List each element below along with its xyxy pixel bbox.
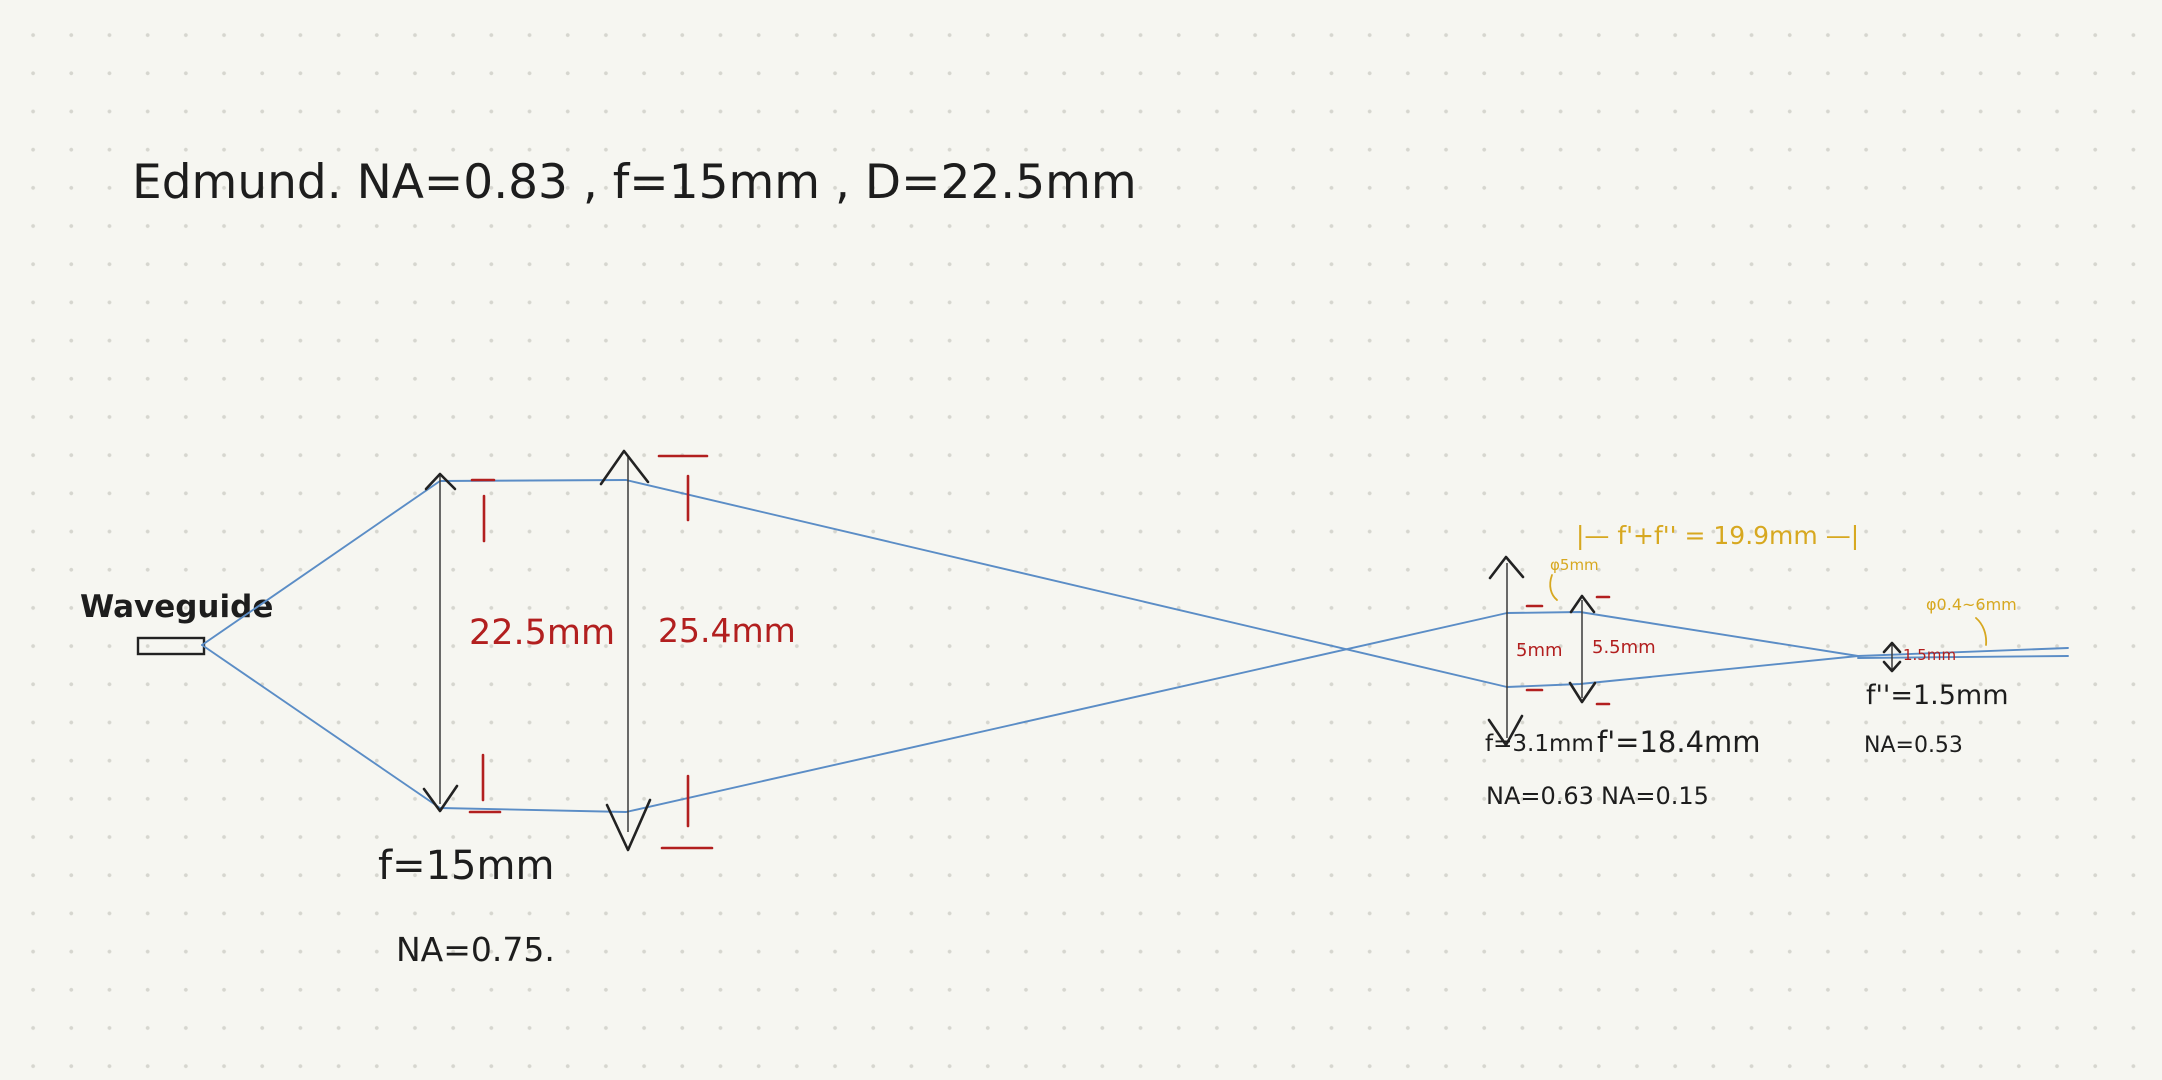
- output-phi-pointer: [1975, 617, 1988, 646]
- ray-lower-diverge: [201, 644, 441, 809]
- telescope-spacing-label: |— f'+f'' = 19.9mm —|: [1576, 521, 1859, 550]
- ray-upper-collimated: [439, 479, 627, 482]
- ray-upper-diverge: [201, 480, 441, 646]
- output-na-label: NA=0.53: [1864, 733, 1963, 758]
- lens-1-aperture-label: 22.5mm: [469, 613, 615, 653]
- waveguide-label: Waveguide: [80, 589, 273, 625]
- ray-output-upper: [1857, 647, 2069, 657]
- lens-2: 25.4mm: [599, 449, 796, 852]
- telescope-phi-in-label: φ5mm: [1550, 556, 1599, 574]
- lens-4-top-arrow: [1569, 594, 1596, 614]
- telescope: |— f'+f'' = 19.9mm —| φ5mm 5mm f=3.1mm N…: [1485, 521, 1859, 810]
- lens-4-bottom-arrow: [1568, 681, 1597, 704]
- ray-lower-collimated: [439, 807, 627, 813]
- waveguide-body: [136, 636, 206, 656]
- output-lens: φ0.4~6mm 1.5mm f''=1.5mm NA=0.53: [1864, 595, 2017, 758]
- ray-lower-converge: [625, 612, 1508, 813]
- lens-2-top-arrow: [599, 449, 650, 486]
- output-lens-top-arrow: [1882, 641, 1902, 654]
- output-focal-label: f''=1.5mm: [1866, 680, 2009, 711]
- telescope-beam-right-label: 5.5mm: [1592, 637, 1656, 658]
- lens-1-na-label: NA=0.75.: [396, 930, 555, 969]
- lens-1-bottom-arrow: [422, 784, 459, 813]
- lens-2-aperture-label: 25.4mm: [658, 611, 796, 650]
- output-width-label: 1.5mm: [1903, 646, 1956, 664]
- output-phi-label: φ0.4~6mm: [1926, 595, 2017, 614]
- waveguide: Waveguide: [80, 589, 273, 656]
- lens-3-top-arrow: [1488, 555, 1525, 580]
- lens-1-focal-label: f=15mm: [378, 843, 554, 889]
- ray-tele-lower: [1506, 655, 1859, 688]
- lens-4-na-label: NA=0.15: [1601, 782, 1709, 810]
- header-title: Edmund. NA=0.83 , f=15mm , D=22.5mm: [132, 155, 1137, 210]
- telescope-phi-in-pointer: [1549, 574, 1558, 601]
- telescope-beam-left-label: 5mm: [1516, 640, 1563, 661]
- lens-3-bottom-arrow: [1487, 714, 1524, 747]
- ray-output-lower: [1857, 655, 2069, 659]
- lens-3-focal-label: f=3.1mm: [1485, 731, 1594, 757]
- ray-upper-converge: [625, 479, 1508, 688]
- lens-3-na-label: NA=0.63: [1486, 782, 1594, 810]
- lens-2-bottom-arrow: [605, 798, 652, 852]
- ray-bundle: [201, 479, 2069, 813]
- ray-tele-upper: [1506, 611, 1859, 657]
- lens-4-focal-label: f'=18.4mm: [1597, 725, 1761, 759]
- lens-1: 22.5mm f=15mm NA=0.75.: [378, 472, 615, 969]
- lens-1-top-arrow: [424, 472, 457, 491]
- output-lens-bottom-arrow: [1882, 660, 1902, 673]
